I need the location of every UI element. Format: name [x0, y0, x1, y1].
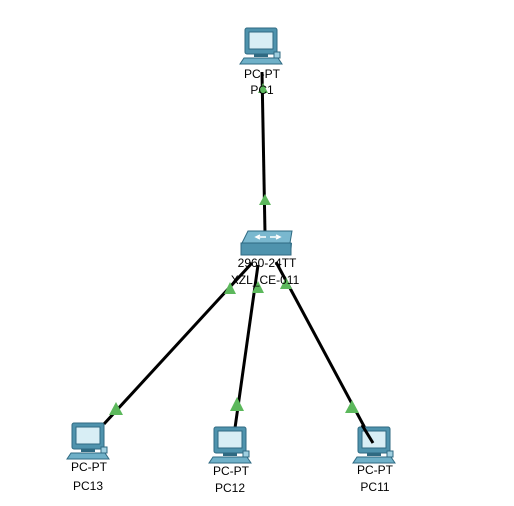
- link-switch-pc1[interactable]: [260, 71, 267, 234]
- device-label-switch-name: XZL_CE-011: [230, 273, 300, 287]
- link-switch-pc11[interactable]: [274, 261, 375, 444]
- pc-icon: [208, 426, 252, 464]
- device-pc13[interactable]: [66, 422, 110, 460]
- link-switch-pc11-end: [360, 424, 375, 444]
- pc-icon: [352, 426, 396, 464]
- link-up-indicator: [345, 400, 359, 413]
- device-label-pc11-name: PC11: [360, 480, 390, 494]
- device-label-pc13-name: PC13: [72, 479, 104, 493]
- device-label-pc13-model: PC-PT: [71, 460, 107, 474]
- device-label-pc1-name: PC1: [250, 83, 274, 97]
- device-label-pc12-name: PC12: [214, 481, 246, 495]
- device-pc12[interactable]: [208, 426, 252, 464]
- link-up-indicator: [224, 282, 236, 294]
- link-up-indicator: [259, 194, 271, 205]
- link-up-indicator: [252, 281, 264, 293]
- pc-icon: [239, 27, 283, 65]
- link-status-indicators: [109, 83, 359, 415]
- link-up-indicator: [258, 83, 268, 93]
- device-pc11[interactable]: [352, 426, 396, 464]
- link-up-indicator: [280, 277, 292, 289]
- link-up-indicator: [109, 402, 123, 415]
- device-label-pc12-model: PC-PT: [213, 464, 249, 478]
- switch-icon: [240, 230, 293, 256]
- link-up-indicator: [230, 397, 244, 411]
- device-label-pc1-model: PC-PT: [244, 67, 280, 81]
- device-switch[interactable]: [240, 230, 293, 256]
- device-label-switch-model: 2960-24TT: [237, 256, 297, 270]
- pc-icon: [66, 422, 110, 460]
- device-label-pc11-model: PC-PT: [357, 463, 393, 477]
- device-pc1[interactable]: [239, 27, 283, 65]
